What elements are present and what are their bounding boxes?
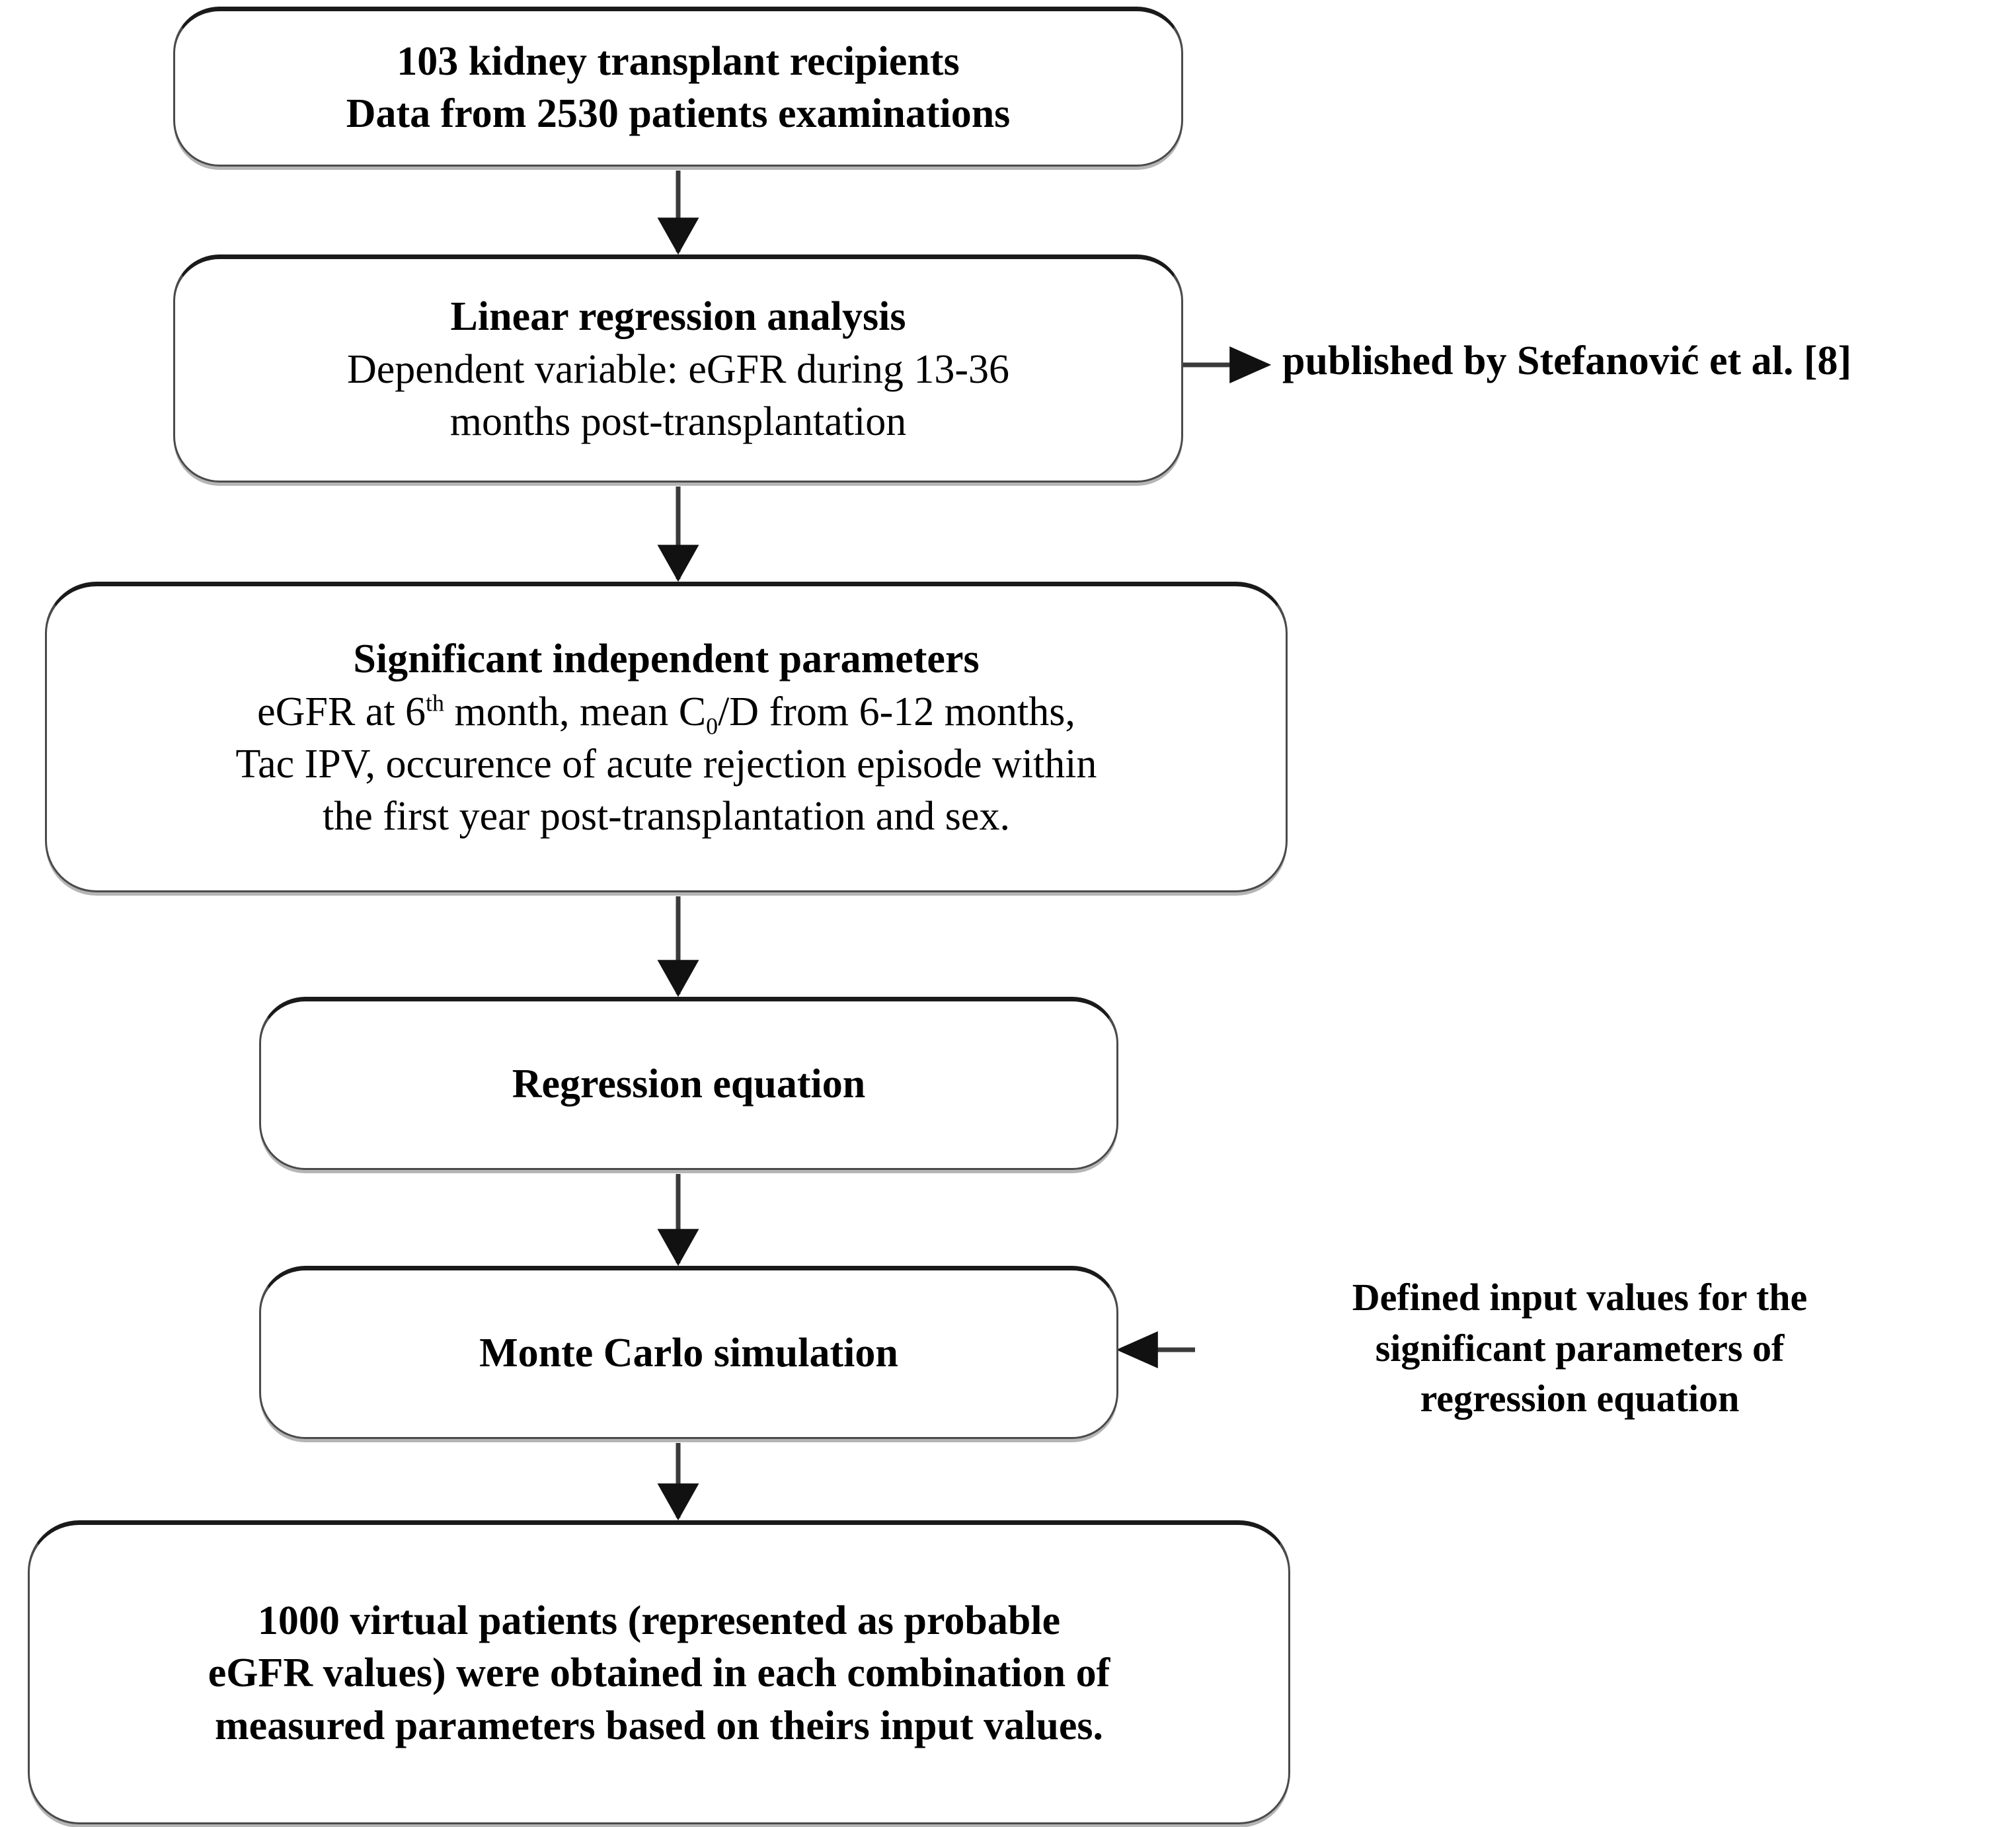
params-line2-part-c: /D from 6-12 months, [718,689,1075,734]
node-virtual-patients-outcome-line-3: measured parameters based on theirs inpu… [215,1703,1103,1748]
node-linear-regression-line-3: months post-transplantation [449,399,907,445]
node-linear-regression-line-2: Dependent variable: eGFR during 13-36 [346,346,1010,392]
node-cohort-line-2: Data from 2530 patients examinations [346,91,1011,136]
node-cohort[interactable]: 103 kidney transplant recipients Data fr… [173,7,1183,167]
params-line2-part-b: month, mean C [444,689,707,734]
node-virtual-patients-outcome-line-2: eGFR values) were obtained in each combi… [208,1651,1110,1696]
node-regression-equation-line-1: Regression equation [512,1062,866,1107]
node-significant-parameters-text: Significant independent parameters eGFR … [47,633,1286,843]
node-cohort-text: 103 kidney transplant recipients Data fr… [175,36,1181,141]
params-line2-part-a: eGFR at 6 [257,689,426,734]
node-significant-parameters-line-2: eGFR at 6th month, mean C0/D from 6-12 m… [67,686,1266,738]
annotation-defined-input-values: Defined input values for the significant… [1203,1272,1957,1424]
node-monte-carlo-simulation[interactable]: Monte Carlo simulation [259,1266,1118,1439]
node-significant-parameters[interactable]: Significant independent parameters eGFR … [45,582,1288,892]
annotation-published-reference: published by Stefanović et al. [8] [1282,338,1852,383]
node-regression-equation-text: Regression equation [261,1058,1116,1110]
params-line2-superscript: th [426,689,445,716]
node-monte-carlo-simulation-line-1: Monte Carlo simulation [479,1331,898,1376]
params-line2-subscript: 0 [706,713,718,740]
node-virtual-patients-outcome-text: 1000 virtual patients (represented as pr… [30,1595,1288,1752]
node-linear-regression-text: Linear regression analysis Dependent var… [175,291,1181,448]
annotation-defined-input-values-line-3: regression equation [1420,1377,1740,1420]
node-virtual-patients-outcome[interactable]: 1000 virtual patients (represented as pr… [28,1520,1290,1824]
node-cohort-line-1: 103 kidney transplant recipients [397,38,960,84]
node-significant-parameters-line-4: the first year post-transplantation and … [323,794,1010,839]
node-regression-equation[interactable]: Regression equation [259,997,1118,1170]
annotation-defined-input-values-line-1: Defined input values for the [1352,1276,1808,1319]
annotation-defined-input-values-line-2: significant parameters of [1375,1326,1785,1370]
node-linear-regression-line-1: Linear regression analysis [450,294,906,340]
node-linear-regression[interactable]: Linear regression analysis Dependent var… [173,254,1183,483]
node-monte-carlo-simulation-text: Monte Carlo simulation [261,1327,1116,1380]
node-virtual-patients-outcome-line-1: 1000 virtual patients (represented as pr… [257,1598,1061,1643]
node-significant-parameters-line-1: Significant independent parameters [353,637,980,682]
node-significant-parameters-line-3: Tac IPV, occurence of acute rejection ep… [235,742,1097,787]
